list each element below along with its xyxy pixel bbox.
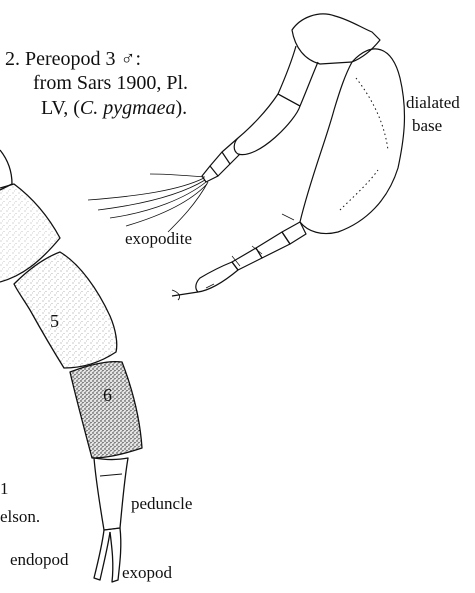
endopod-ramus <box>94 530 110 580</box>
figure-caption-line-1: 2. Pereopod 3 ♂: <box>5 47 141 71</box>
label-dialated: dialated <box>406 94 460 111</box>
caption-line-3-suffix: ). <box>175 97 187 119</box>
label-exopod: exopod <box>122 564 172 581</box>
label-telson-fragment: elson. <box>0 508 40 525</box>
exopod-ramus <box>110 528 121 582</box>
dialated-base <box>300 49 404 234</box>
peduncle-segment <box>94 458 128 530</box>
lower-carpus <box>256 232 290 258</box>
label-base: base <box>412 117 442 134</box>
segment-5 <box>14 252 117 368</box>
label-exopodite: exopodite <box>125 230 192 247</box>
caption-line-1-text: 2. Pereopod 3 <box>5 48 116 70</box>
label-peduncle: peduncle <box>131 495 192 512</box>
species-name: C. pygmaea <box>80 97 176 119</box>
carpus <box>222 138 240 164</box>
label-endopod: endopod <box>10 551 69 568</box>
exopodite-setae <box>88 174 208 232</box>
figure-caption-line-3: LV, (C. pygmaea). <box>41 96 187 120</box>
dactyl <box>202 166 218 182</box>
label-left-fragment: 1 <box>0 480 9 497</box>
propodus <box>210 152 230 176</box>
coxa-plate <box>292 14 380 64</box>
lower-propodus <box>232 248 262 270</box>
male-symbol: ♂ <box>121 48 136 70</box>
label-segment-6: 6 <box>103 386 112 404</box>
merus <box>234 94 300 155</box>
caption-line-3-prefix: LV, ( <box>41 97 80 119</box>
lower-dactyl <box>196 262 238 292</box>
segment-6 <box>70 362 142 458</box>
figure-caption-line-2: from Sars 1900, Pl. <box>33 71 188 95</box>
caption-colon: : <box>136 48 142 70</box>
caption-line-2-text: from Sars 1900, Pl. <box>33 72 188 94</box>
label-segment-5: 5 <box>50 312 59 330</box>
segment-top-partial <box>0 150 12 190</box>
